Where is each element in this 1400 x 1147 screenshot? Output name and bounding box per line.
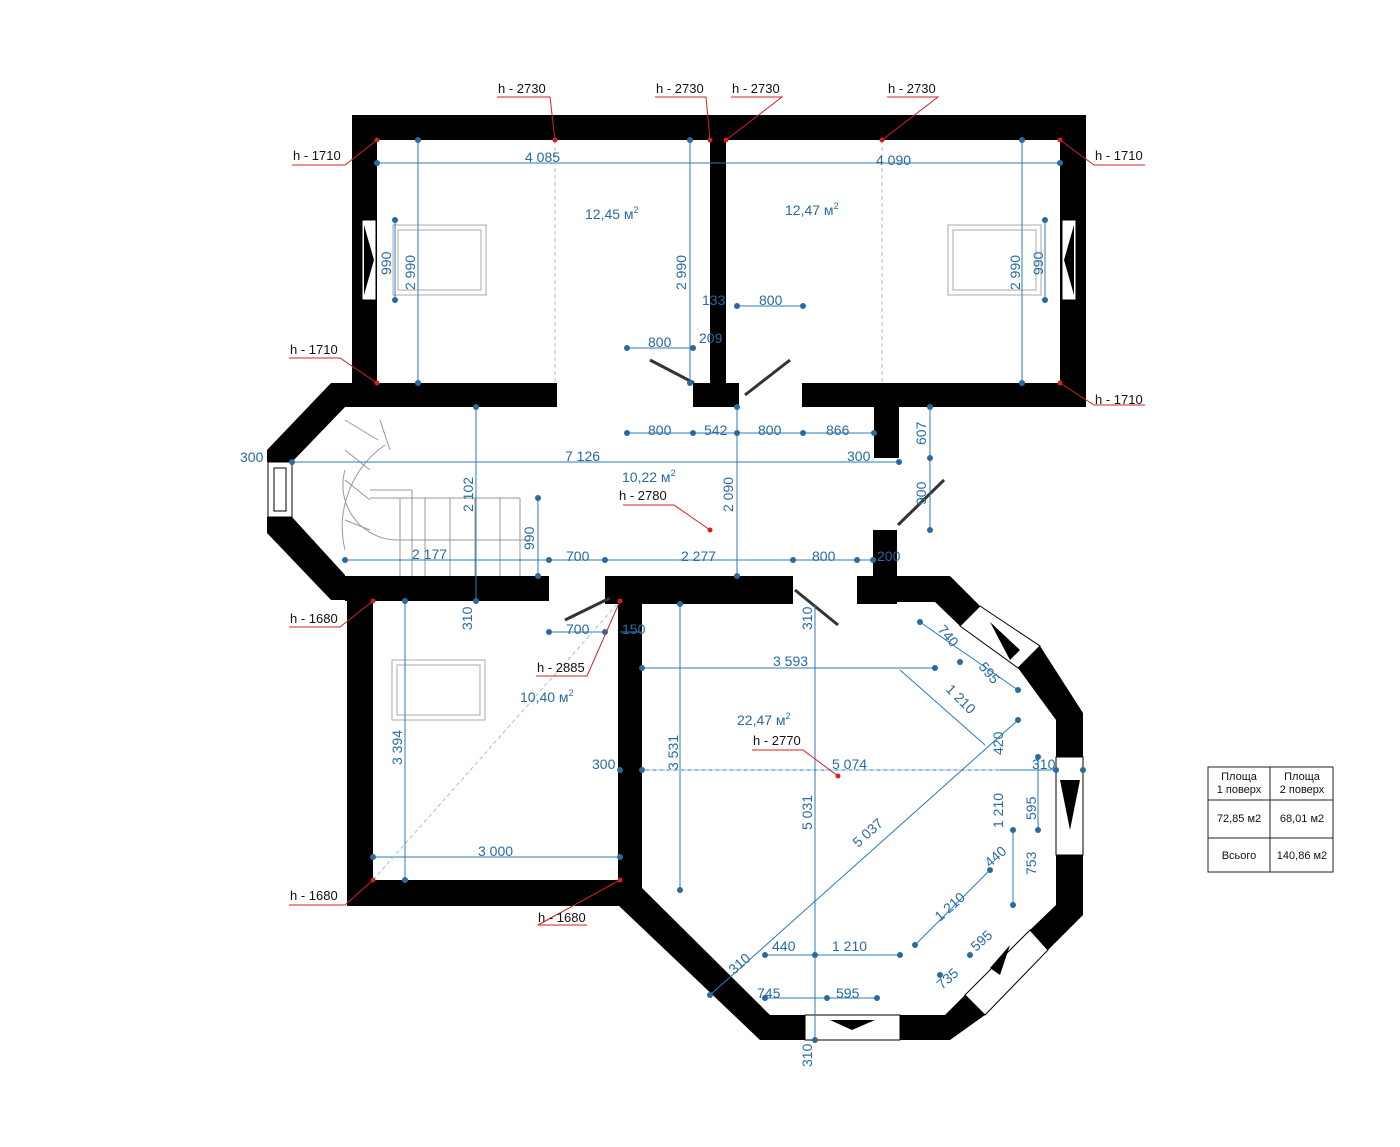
dimension-label: 595 bbox=[1023, 796, 1039, 820]
dimension-label: 866 bbox=[826, 422, 850, 438]
room-area: 22,47 м2 bbox=[737, 711, 791, 728]
height-mark: h - 2730 bbox=[732, 81, 780, 96]
height-mark: h - 1680 bbox=[290, 611, 338, 626]
dimension-label: 3 593 bbox=[773, 653, 808, 669]
dimension-label: 209 bbox=[699, 330, 723, 346]
dimension-label: 420 bbox=[990, 731, 1006, 755]
dimension-label: 2 102 bbox=[460, 477, 476, 512]
height-mark: h - 2780 bbox=[619, 488, 667, 503]
dimension-label: 700 bbox=[566, 548, 590, 564]
height-mark: h - 1680 bbox=[538, 910, 586, 925]
dimension-label: 900 bbox=[913, 481, 929, 505]
dimension-label: 3 000 bbox=[478, 843, 513, 859]
dimension-label: 595 bbox=[836, 985, 860, 1001]
dimension-label: 5 031 bbox=[799, 795, 815, 830]
dimension-label: 440 bbox=[772, 938, 796, 954]
dimension-label: 2 277 bbox=[681, 548, 716, 564]
dimension-label: 2 990 bbox=[1007, 255, 1023, 290]
dimension-label: 595 bbox=[967, 927, 995, 955]
dimension-label: 745 bbox=[757, 985, 781, 1001]
dimension-label: 5 037 bbox=[849, 815, 886, 850]
staircase bbox=[341, 419, 530, 576]
dimension-label: 735 bbox=[933, 965, 961, 993]
height-mark: h - 2730 bbox=[888, 81, 936, 96]
dimension-label: 440 bbox=[981, 843, 1009, 871]
table-cell-floor2-area: 68,01 м2 bbox=[1280, 813, 1324, 825]
height-labels: h - 2730 h - 2730 h - 2730 h - 2730 h - … bbox=[290, 81, 1143, 925]
dimension-label: 200 bbox=[877, 548, 901, 564]
openings bbox=[267, 219, 1084, 1041]
dimension-label: 990 bbox=[1030, 251, 1046, 275]
dimension-label: 800 bbox=[758, 422, 782, 438]
dimension-label: 1 210 bbox=[931, 889, 968, 924]
dimension-label: 1 210 bbox=[943, 681, 979, 717]
table-cell-floor1-area: 72,85 м2 bbox=[1217, 813, 1261, 825]
height-leaders bbox=[289, 96, 1145, 926]
height-mark: h - 2885 bbox=[537, 660, 585, 675]
dimension-label: 2 177 bbox=[412, 546, 447, 562]
dimension-label: 2 990 bbox=[402, 255, 418, 290]
height-mark: h - 1710 bbox=[290, 342, 338, 357]
height-mark: h - 1710 bbox=[1095, 392, 1143, 407]
height-mark: h - 1680 bbox=[290, 888, 338, 903]
dimension-label: 300 bbox=[240, 449, 264, 465]
dimension-label: 310 bbox=[459, 606, 475, 630]
room-area: 10,40 м2 bbox=[520, 688, 574, 705]
dimension-label: 542 bbox=[704, 422, 728, 438]
height-mark: h - 1710 bbox=[1095, 148, 1143, 163]
dimension-label: 740 bbox=[935, 622, 962, 650]
dimension-label: 310 bbox=[1032, 756, 1056, 772]
height-mark: h - 1710 bbox=[293, 148, 341, 163]
room-area: 10,22 м2 bbox=[622, 468, 676, 485]
table-cell-total-area: 140,86 м2 bbox=[1277, 850, 1327, 862]
room-area: 12,45 м2 bbox=[585, 205, 639, 222]
table-cell-total-label: Всього bbox=[1222, 850, 1257, 862]
dimension-label: 310 bbox=[799, 606, 815, 630]
dimension-label: 607 bbox=[913, 421, 929, 445]
dimension-label: 310 bbox=[725, 950, 753, 978]
dimension-label: 300 bbox=[847, 448, 871, 464]
dimension-label: 990 bbox=[378, 251, 394, 275]
dimension-label: 800 bbox=[812, 548, 836, 564]
dimension-label: 2 990 bbox=[673, 255, 689, 290]
room-areas: 12,45 м2 12,47 м2 10,22 м2 10,40 м2 22,4… bbox=[520, 201, 839, 728]
dimension-label: 5 074 bbox=[832, 756, 867, 772]
dimension-label: 2 090 bbox=[720, 477, 736, 512]
dimension-label: 3 394 bbox=[389, 730, 405, 765]
room-area: 12,47 м2 bbox=[785, 201, 839, 218]
dimension-label: 800 bbox=[648, 334, 672, 350]
dimension-label: 133 bbox=[702, 292, 726, 308]
dimension-label: 800 bbox=[759, 292, 783, 308]
dimension-label: 150 bbox=[622, 621, 646, 637]
height-mark: h - 2770 bbox=[753, 733, 801, 748]
dimension-label: 4 090 bbox=[876, 152, 911, 168]
height-dots bbox=[370, 137, 1063, 883]
dimension-dots bbox=[289, 137, 1086, 1043]
dimension-label: 300 bbox=[592, 756, 616, 772]
walls bbox=[267, 115, 1086, 1040]
dimension-label: 310 bbox=[799, 1043, 815, 1067]
dimension-label: 1 210 bbox=[990, 793, 1006, 828]
dimension-label: 753 bbox=[1023, 851, 1039, 875]
dimension-label: 3 531 bbox=[665, 735, 681, 770]
dimension-label: 800 bbox=[648, 422, 672, 438]
dimension-label: 4 085 bbox=[525, 149, 560, 165]
dimension-label: 1 210 bbox=[832, 938, 867, 954]
dimension-label: 990 bbox=[521, 526, 537, 550]
dimension-label: 700 bbox=[566, 621, 590, 637]
dimension-lines bbox=[292, 140, 1060, 1040]
height-mark: h - 2730 bbox=[656, 81, 704, 96]
dimension-label: 7 126 bbox=[565, 448, 600, 464]
height-mark: h - 2730 bbox=[498, 81, 546, 96]
